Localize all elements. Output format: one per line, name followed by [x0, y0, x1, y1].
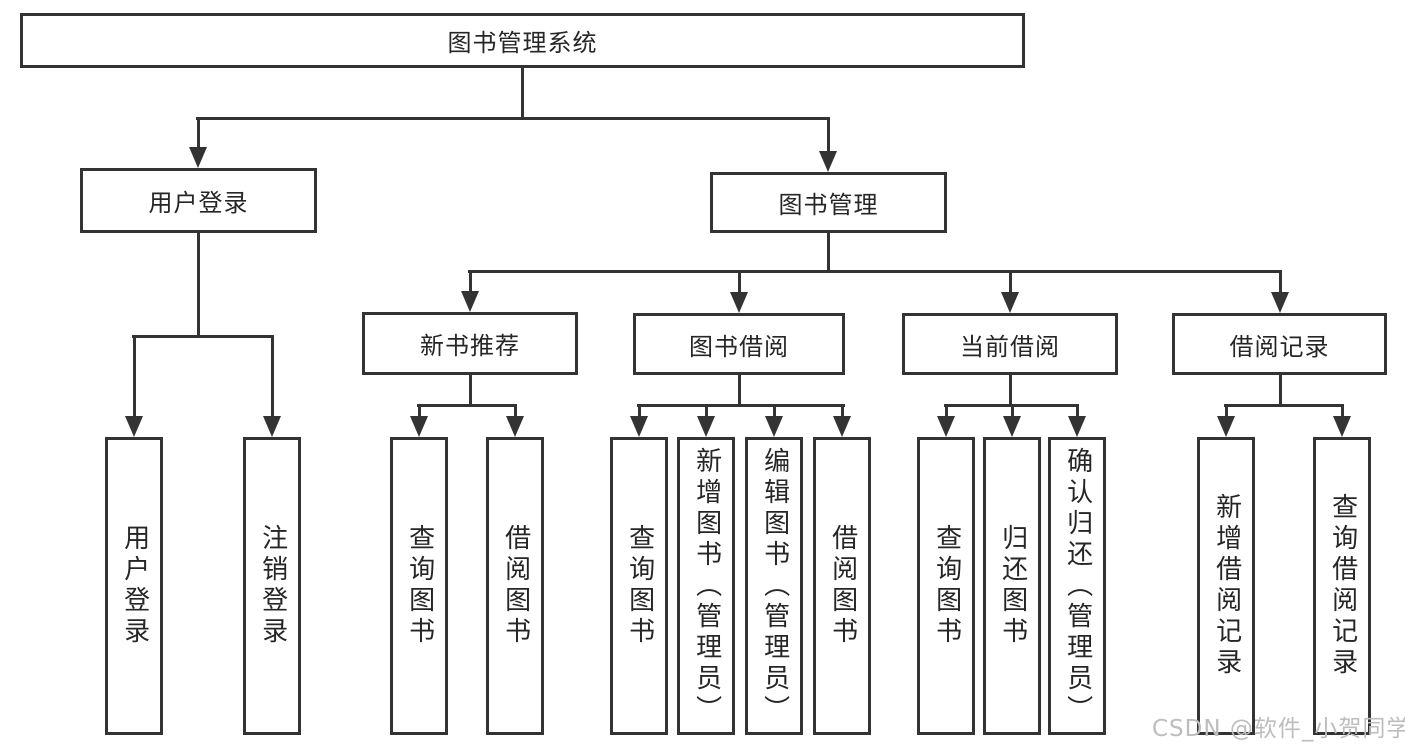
- arrowhead-query3: [937, 416, 955, 437]
- leaf-borrow-book-1: 借阅图书: [486, 437, 544, 735]
- leaf-label: 用户登录: [119, 524, 150, 648]
- arrowhead-user-login: [189, 147, 207, 168]
- connector-drop-user-login: [197, 118, 200, 149]
- leaf-label: 查询图书: [624, 524, 655, 648]
- leaf-query-book-2: 查询图书: [610, 437, 668, 735]
- connector-current-borrow-stem: [1009, 375, 1012, 406]
- leaf-label: 注销登录: [257, 524, 288, 648]
- connector-book-borrow-hline: [637, 404, 845, 407]
- leaf-label: 查询图书: [931, 524, 962, 648]
- leaf-return-book: 归还图书: [983, 437, 1041, 735]
- connector-drop-book-borrow: [738, 272, 741, 295]
- leaf-logout: 注销登录: [243, 437, 301, 735]
- node-user-login: 用户登录: [80, 168, 317, 233]
- connector-borrow-records-stem: [1279, 375, 1282, 406]
- connector-drop-return-book: [1011, 406, 1014, 418]
- connector-drop-query3: [945, 406, 948, 418]
- connector-book-borrow-stem: [738, 375, 741, 406]
- arrowhead-borrow1: [506, 416, 524, 437]
- connector-book-mgmt-stem: [827, 233, 830, 272]
- arrowhead-borrow-records: [1271, 292, 1289, 313]
- node-current-borrow: 当前借阅: [902, 313, 1118, 375]
- leaf-add-borrow-record: 新增借阅记录: [1197, 437, 1255, 735]
- arrowhead-add-record: [1217, 416, 1235, 437]
- leaf-label: 编辑图书（管理员）: [759, 446, 790, 726]
- connector-book-mgmt-hline: [468, 270, 1282, 273]
- csdn-watermark: CSDN @软件_小贺同学: [1152, 716, 1405, 742]
- connector-drop-query2: [638, 406, 641, 418]
- connector-drop-query-record: [1341, 406, 1344, 418]
- connector-drop-new-book: [469, 272, 472, 295]
- leaf-label: 归还图书: [997, 524, 1028, 648]
- connector-root-stem: [521, 68, 524, 119]
- node-root: 图书管理系统: [20, 13, 1025, 68]
- leaf-label: 新增借阅记录: [1211, 493, 1242, 679]
- connector-user-login-stem: [197, 233, 200, 337]
- connector-drop-query1: [418, 406, 421, 418]
- arrowhead-book-mgmt: [819, 151, 837, 172]
- arrowhead-new-book: [461, 291, 479, 312]
- arrowhead-leaf-user-login: [125, 416, 143, 437]
- arrowhead-confirm-return: [1068, 416, 1086, 437]
- connector-drop-confirm-return: [1076, 406, 1079, 418]
- connector-drop-leaf-user-login: [133, 337, 136, 418]
- leaf-user-login: 用户登录: [105, 437, 163, 735]
- arrowhead-query1: [410, 416, 428, 437]
- arrowhead-borrow2: [833, 416, 851, 437]
- connector-drop-current-borrow: [1009, 272, 1012, 295]
- node-new-book-rec: 新书推荐: [362, 312, 578, 375]
- connector-drop-borrow1: [514, 406, 517, 418]
- leaf-label: 查询图书: [404, 524, 435, 648]
- connector-drop-edit-book: [773, 406, 776, 418]
- leaf-add-book-admin: 新增图书（管理员）: [677, 437, 735, 735]
- arrowhead-query-record: [1333, 416, 1351, 437]
- connector-borrow-records-hline: [1224, 404, 1344, 407]
- leaf-label: 查询借阅记录: [1327, 493, 1358, 679]
- arrowhead-return-book: [1003, 416, 1021, 437]
- leaf-query-borrow-record: 查询借阅记录: [1313, 437, 1371, 735]
- leaf-label: 借阅图书: [827, 524, 858, 648]
- node-book-mgmt: 图书管理: [710, 172, 947, 233]
- leaf-label: 确认归还（管理员）: [1062, 446, 1093, 726]
- arrowhead-book-borrow: [730, 292, 748, 313]
- connector-new-book-stem: [469, 375, 472, 406]
- connector-new-book-hline: [417, 404, 517, 407]
- arrowhead-current-borrow: [1001, 292, 1019, 313]
- connector-drop-book-mgmt: [827, 118, 830, 153]
- node-borrow-records: 借阅记录: [1172, 313, 1387, 375]
- connector-drop-borrow2: [841, 406, 844, 418]
- connector-current-borrow-hline: [944, 404, 1079, 407]
- connector-drop-add-record: [1225, 406, 1228, 418]
- arrowhead-leaf-logout: [263, 416, 281, 437]
- connector-l1-hline: [196, 117, 830, 120]
- leaf-borrow-book-2: 借阅图书: [813, 437, 871, 735]
- connector-drop-add-book: [705, 406, 708, 418]
- node-book-borrow: 图书借阅: [633, 313, 845, 375]
- leaf-edit-book-admin: 编辑图书（管理员）: [745, 437, 803, 735]
- connector-user-login-hline: [132, 335, 274, 338]
- arrowhead-edit-book: [765, 416, 783, 437]
- leaf-query-book-1: 查询图书: [390, 437, 448, 735]
- leaf-label: 借阅图书: [500, 524, 531, 648]
- connector-drop-leaf-logout: [271, 337, 274, 418]
- arrowhead-query2: [630, 416, 648, 437]
- arrowhead-add-book: [697, 416, 715, 437]
- leaf-confirm-return-admin: 确认归还（管理员）: [1048, 437, 1106, 735]
- leaf-query-book-3: 查询图书: [917, 437, 975, 735]
- connector-drop-borrow-records: [1279, 272, 1282, 295]
- leaf-label: 新增图书（管理员）: [691, 446, 722, 726]
